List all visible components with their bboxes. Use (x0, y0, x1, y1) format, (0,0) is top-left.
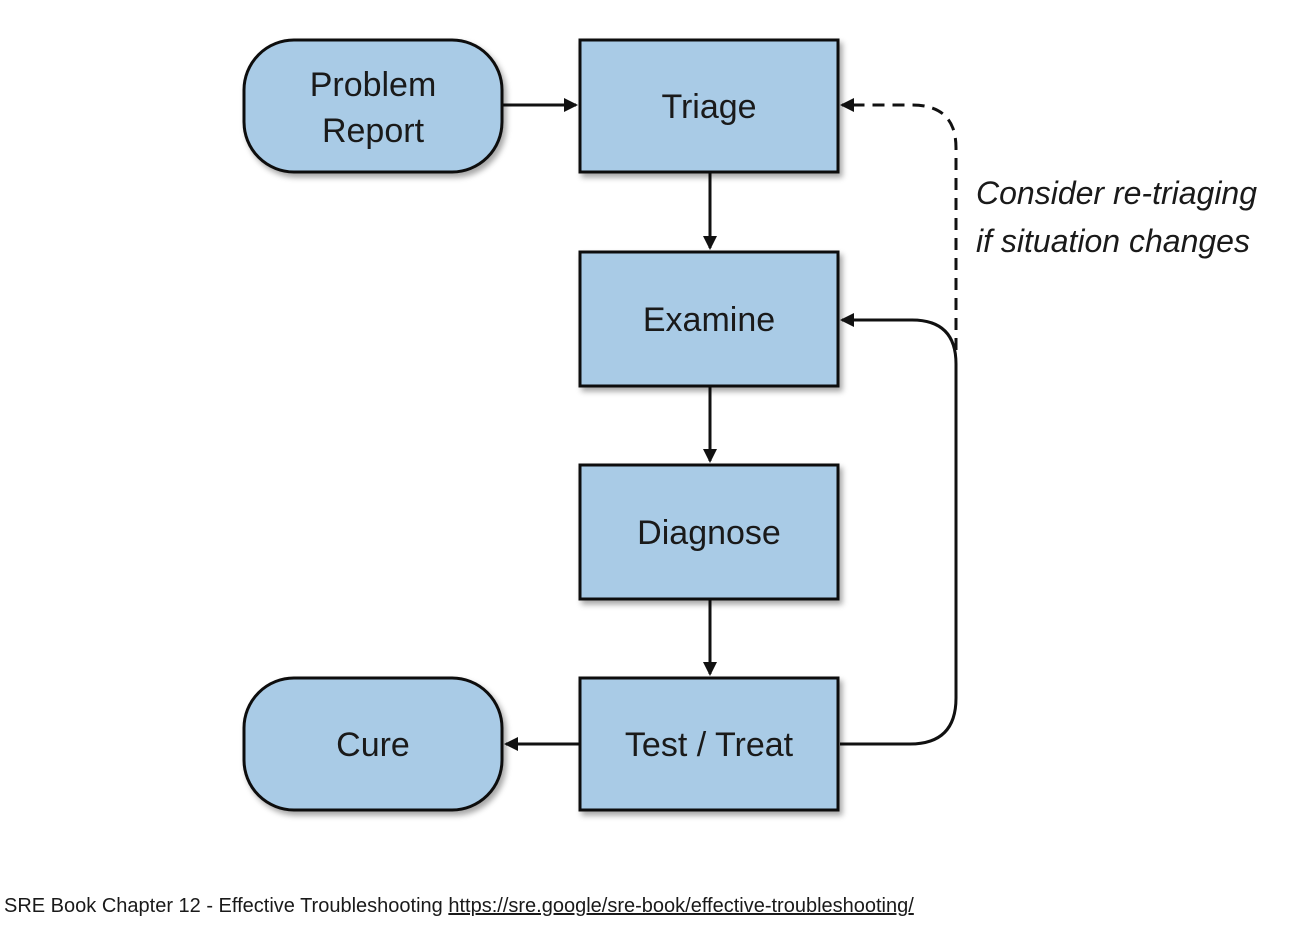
node-diagnose-label: Diagnose (637, 514, 781, 552)
node-examine-label: Examine (643, 301, 775, 339)
node-problem-report: Problem Report (242, 38, 504, 174)
loop-test-to-examine (840, 313, 958, 746)
node-triage-label: Triage (661, 88, 756, 126)
caption-text: SRE Book Chapter 12 - Effective Troubles… (4, 895, 443, 917)
connectors (502, 98, 958, 751)
figure-caption: SRE Book Chapter 12 - Effective Troubles… (4, 895, 914, 918)
retriage-note-line2: if situation changes (976, 223, 1250, 259)
retriage-note-line1: Consider re-triaging (976, 175, 1257, 211)
troubleshooting-flow-diagram: Problem Report Triage Examine Diagnose T… (242, 38, 1257, 812)
caption-link[interactable]: https://sre.google/sre-book/effective-tr… (448, 895, 914, 917)
node-test-treat-label: Test / Treat (625, 726, 794, 764)
node-problem-report-line1: Problem (310, 66, 437, 104)
node-triage: Triage (578, 38, 840, 174)
dashed-retriage-line (840, 98, 958, 350)
node-examine: Examine (578, 250, 840, 388)
node-problem-report-line2: Report (322, 112, 425, 150)
node-cure: Cure (242, 676, 504, 812)
node-diagnose: Diagnose (578, 463, 840, 601)
node-test-treat: Test / Treat (578, 676, 840, 812)
node-cure-label: Cure (336, 726, 410, 764)
